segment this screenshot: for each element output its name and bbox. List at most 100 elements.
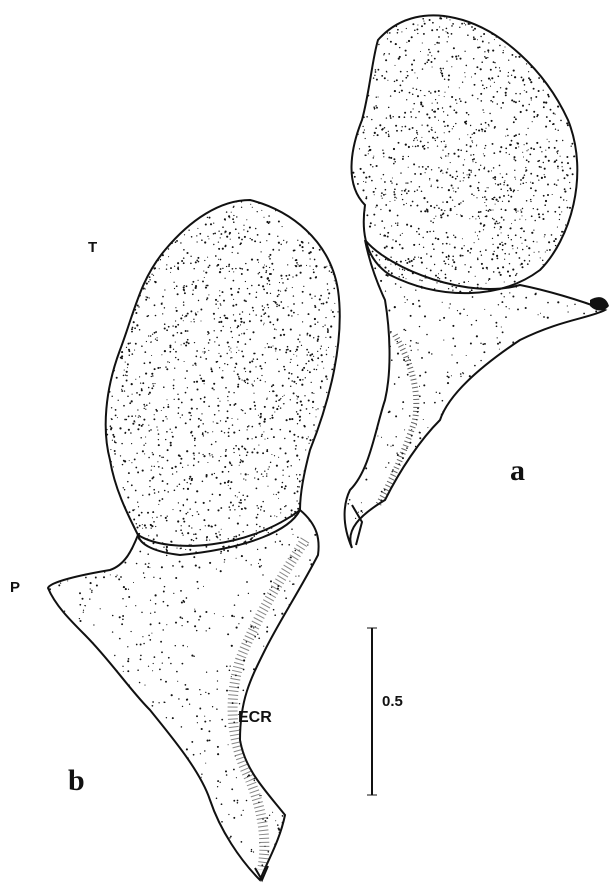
stipple-dot [583, 31, 584, 32]
stipple-dot [142, 382, 144, 384]
stipple-dot [507, 252, 509, 254]
stipple-dot [353, 339, 354, 340]
stipple-dot [186, 200, 188, 202]
stipple-dot [148, 268, 149, 269]
stipple-dot [432, 243, 434, 245]
stipple-dot [480, 165, 481, 166]
stipple-dot [166, 431, 168, 433]
stipple-dot [262, 309, 264, 311]
stipple-dot [344, 15, 345, 16]
stipple-dot [203, 401, 205, 403]
stipple-dot [557, 130, 558, 131]
stipple-dot [319, 298, 321, 300]
stipple-dot [116, 341, 117, 342]
stipple-dot [196, 350, 198, 352]
stipple-dot [340, 541, 341, 542]
stipple-dot [509, 253, 510, 254]
stipple-dot [205, 546, 207, 548]
stipple-dot [434, 402, 436, 404]
stipple-dot [94, 747, 95, 748]
stipple-dot [526, 142, 528, 144]
stipple-dot [296, 675, 298, 677]
stipple-dot [263, 510, 265, 512]
stipple-dot [523, 156, 524, 157]
stipple-dot [333, 445, 334, 446]
stipple-dot [341, 479, 343, 481]
stipple-dot [275, 400, 277, 402]
stipple-dot [140, 220, 142, 222]
stipple-dot [579, 280, 581, 282]
stipple-dot [217, 680, 218, 681]
stipple-dot [180, 417, 181, 418]
stipple-dot [600, 317, 601, 318]
stipple-dot [134, 552, 136, 554]
stipple-dot [216, 798, 218, 800]
stipple-dot [132, 423, 134, 425]
stipple-dot [250, 204, 251, 205]
stipple-dot [487, 451, 489, 453]
stipple-dot [128, 343, 130, 345]
stipple-dot [190, 882, 191, 883]
stipple-dot [81, 516, 83, 518]
stipple-dot [146, 404, 148, 406]
stipple-dot [515, 15, 516, 16]
stipple-dot [411, 36, 413, 38]
stipple-dot [463, 540, 465, 542]
stipple-dot [309, 294, 311, 296]
stipple-dot [326, 301, 328, 303]
stipple-dot [318, 498, 319, 499]
stipple-dot [163, 386, 165, 388]
stipple-dot [135, 605, 136, 606]
stipple-dot [469, 174, 471, 176]
stipple-dot [147, 297, 149, 299]
stipple-dot [182, 816, 183, 817]
stipple-dot [320, 295, 322, 297]
stipple-dot [437, 260, 438, 261]
stipple-dot [442, 76, 443, 77]
stipple-dot [498, 304, 499, 305]
stipple-dot [593, 66, 595, 68]
stipple-dot [325, 317, 326, 318]
stipple-dot [319, 746, 320, 747]
stipple-dot [354, 128, 356, 130]
stipple-dot [505, 209, 507, 211]
stipple-dot [328, 558, 329, 559]
stipple-dot [195, 559, 196, 560]
stipple-dot [399, 268, 400, 269]
stipple-dot [438, 207, 440, 209]
stipple-dot [266, 266, 267, 267]
stipple-dot [290, 465, 291, 466]
stipple-dot [511, 54, 513, 56]
stipple-dot [228, 744, 229, 745]
stipple-dot [183, 249, 185, 251]
stipple-dot [464, 264, 465, 265]
stipple-dot [288, 314, 290, 316]
stipple-dot [190, 310, 192, 312]
stipple-dot [285, 351, 287, 353]
stipple-dot [391, 272, 393, 274]
stipple-dot [209, 540, 210, 541]
stipple-dot [228, 485, 229, 486]
stipple-dot [166, 717, 167, 718]
stipple-dot [317, 521, 319, 523]
stipple-dot [152, 238, 154, 240]
stipple-dot [573, 155, 575, 157]
stipple-dot [379, 259, 380, 260]
stipple-dot [159, 206, 160, 207]
stipple-dot [546, 45, 548, 47]
stipple-dot [344, 425, 346, 427]
stipple-dot [376, 165, 378, 167]
stipple-dot [329, 270, 330, 271]
stipple-dot [563, 16, 564, 17]
stipple-dot [413, 258, 415, 260]
stipple-dot [385, 467, 386, 468]
stipple-dot [485, 199, 487, 201]
stipple-dot [491, 500, 493, 502]
stipple-dot [340, 392, 341, 393]
stipple-dot [347, 302, 348, 303]
stipple-dot [119, 525, 121, 527]
stipple-dot [393, 163, 395, 165]
stipple-dot [313, 393, 314, 394]
stipple-dot [520, 429, 522, 431]
stipple-dot [383, 25, 385, 27]
